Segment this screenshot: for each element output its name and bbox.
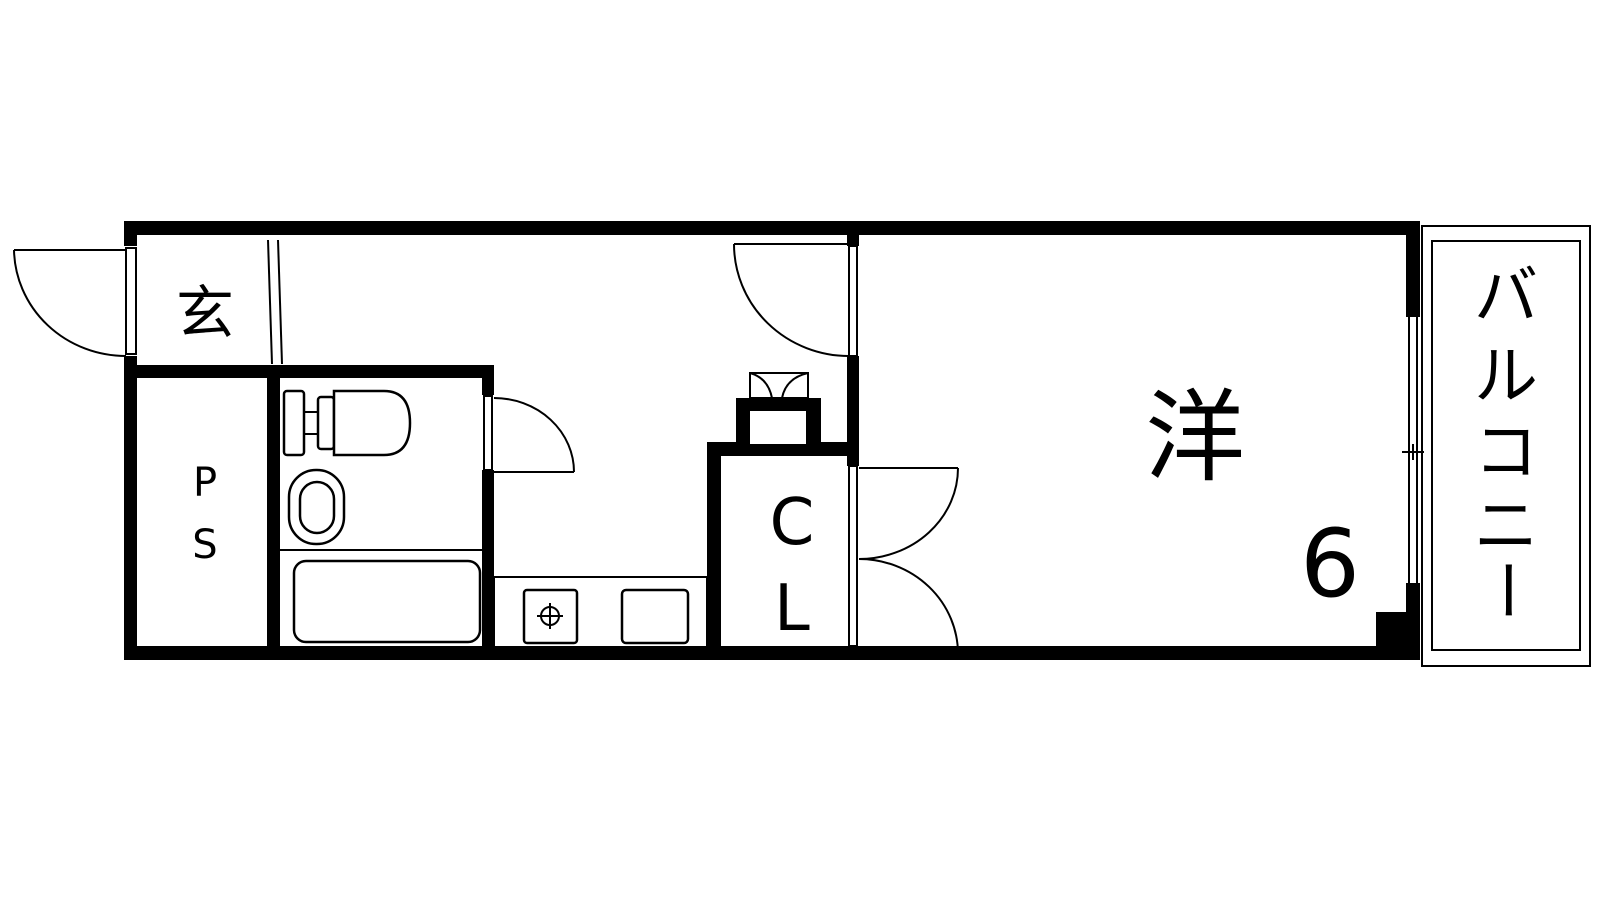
column-corner [1376, 612, 1416, 660]
wall-room-divider-mid [847, 356, 859, 466]
label-balcony-char: ー [1468, 558, 1542, 622]
toilet [282, 389, 412, 457]
label-genkan: 玄 [176, 279, 234, 347]
entrance-door-frame [125, 247, 137, 355]
toilet-door[interactable] [483, 395, 575, 473]
wall-room-divider-upper [847, 221, 859, 246]
room-door[interactable] [733, 243, 858, 357]
label-ps-s: S [192, 522, 217, 568]
label-balcony-char: ニ [1474, 490, 1538, 564]
kitchen-counter [493, 576, 708, 648]
label-balcony-char: コ [1474, 416, 1538, 490]
wall-left-lower [124, 356, 137, 660]
entrance-door[interactable] [13, 247, 137, 357]
washer-pan-inner [750, 410, 806, 444]
interior-walls [124, 221, 859, 660]
kitchen-sink [620, 588, 690, 645]
wall-left-upper [124, 221, 137, 246]
label-closet-l: L [774, 572, 810, 646]
wall-ps-right [267, 365, 280, 660]
closet-doors[interactable] [848, 465, 959, 655]
wall-bath-right-lower [482, 470, 494, 660]
balcony [1402, 225, 1591, 667]
balcony-inner [1431, 240, 1581, 651]
toilet-tank [282, 389, 306, 457]
balcony-window[interactable] [1402, 317, 1424, 583]
closet-door-frame [848, 465, 858, 647]
genkan-step [267, 239, 283, 365]
washer-faucet [749, 372, 809, 411]
label-balcony: バ ル コ ニ ー [1468, 260, 1542, 622]
label-balcony-char: ル [1474, 340, 1538, 414]
wall-bath-right-upper [482, 365, 494, 395]
label-ps-p: P [193, 460, 217, 506]
balcony-outer [1421, 225, 1591, 667]
wall-top [124, 221, 1420, 235]
label-western-room: 洋 [1145, 379, 1245, 496]
wall-right-upper [1406, 221, 1420, 317]
wash-basin [287, 468, 346, 546]
label-closet-c: C [770, 486, 815, 560]
wall-bottom [124, 646, 1420, 660]
room-door-frame [848, 245, 858, 357]
toilet-door-frame [483, 395, 493, 471]
outer-walls [124, 221, 1420, 660]
wall-closet-left [707, 442, 721, 660]
bathtub [280, 549, 482, 644]
label-room-size: 6 [1300, 510, 1360, 619]
wall-genkan-bottom [124, 365, 494, 378]
label-balcony-char: バ [1474, 260, 1538, 334]
